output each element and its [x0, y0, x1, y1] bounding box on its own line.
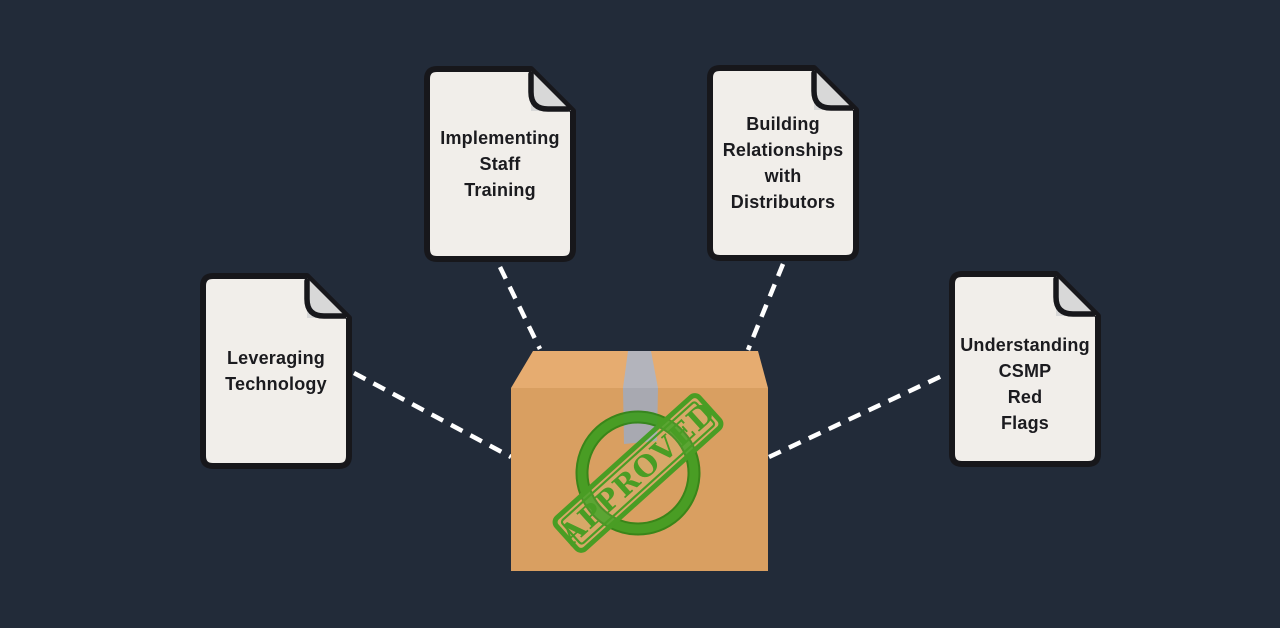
stamp-ring-inner-edge	[586, 421, 690, 525]
doc-title: Leveraging Technology	[225, 348, 327, 394]
fold-crease	[1053, 276, 1096, 317]
doc-understanding-csmp-red-flags: Understanding CSMP Red Flags	[948, 270, 1102, 468]
approved-box: APPROVED	[511, 351, 768, 571]
paper-outline	[949, 271, 1101, 467]
connector-technology-to-box	[352, 371, 513, 459]
tape-icon	[623, 351, 658, 388]
connector-staff-training-to-box	[497, 266, 543, 350]
connector-red-flags-to-box	[768, 371, 947, 460]
connector-distributors-to-box	[745, 263, 786, 351]
paper-outline	[707, 65, 859, 261]
doc-title: Building Relationships with Distributors	[722, 114, 844, 212]
folded-corner	[307, 278, 347, 318]
document-icon	[424, 66, 576, 262]
fold-crease	[811, 70, 854, 111]
document-icon	[200, 273, 352, 469]
stamp-banner	[552, 393, 724, 553]
doc-title: Understanding CSMP Red Flags	[960, 335, 1090, 433]
folded-corner	[1056, 276, 1096, 316]
fold-crease	[304, 278, 347, 319]
doc-building-relationships-with-distributors: Building Relationships with Distributors	[706, 64, 860, 262]
stamp-ring-outer-edge	[575, 410, 701, 536]
folded-corner	[531, 71, 571, 111]
doc-title: Implementing Staff Training	[440, 128, 560, 200]
doc-leveraging-technology: Leveraging Technology	[199, 272, 353, 470]
folded-corner	[814, 70, 854, 110]
fold-crease	[528, 71, 571, 112]
doc-implementing-staff-training: Implementing Staff Training	[423, 65, 577, 263]
document-icon	[707, 65, 859, 261]
stamp-banner-inner-line	[560, 401, 716, 545]
document-icon	[949, 271, 1101, 467]
paper-outline	[424, 66, 576, 262]
stamp-ring	[576, 411, 700, 535]
paper-outline	[200, 273, 352, 469]
